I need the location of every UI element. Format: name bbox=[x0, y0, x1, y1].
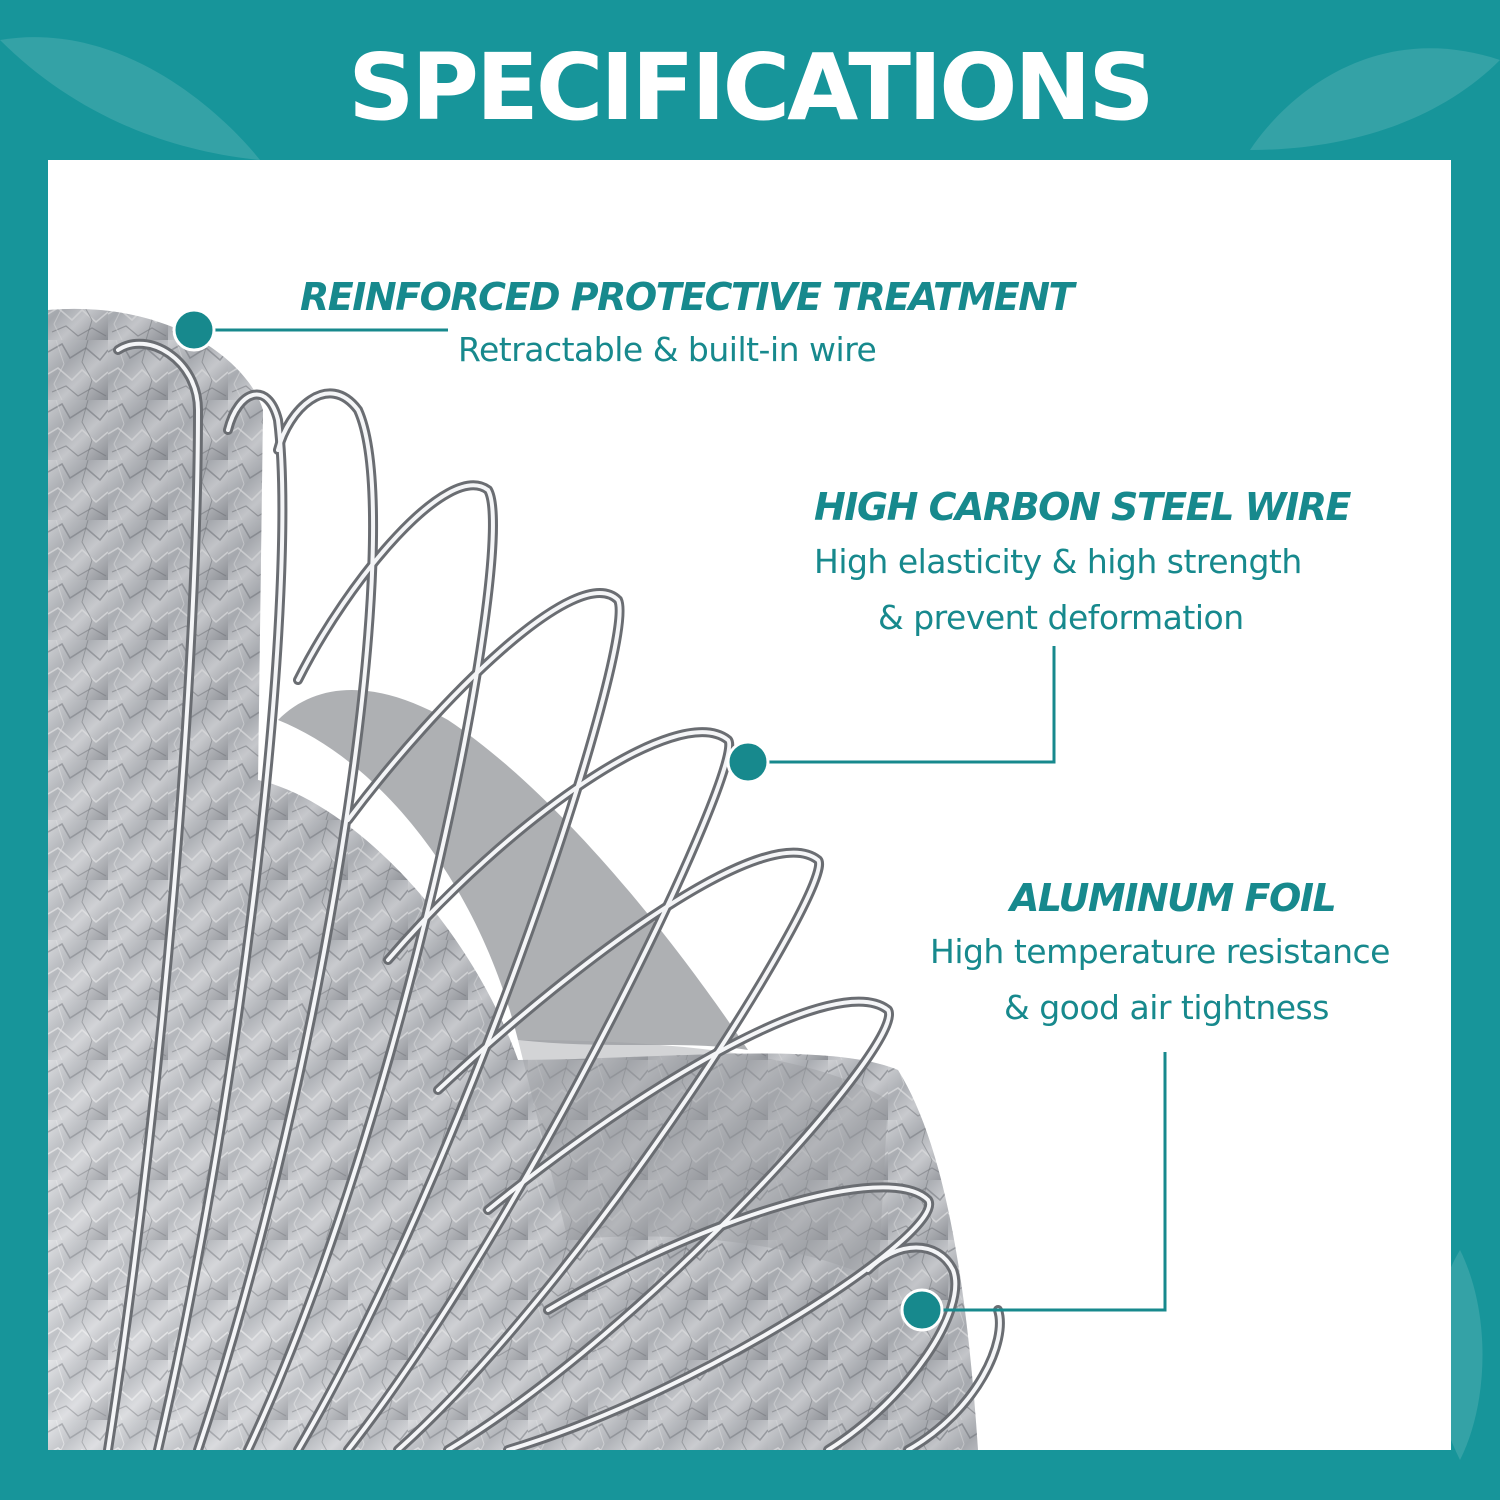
callout-title-aluminum-foil: ALUMINUM FOIL bbox=[1010, 876, 1337, 920]
callout-text-steel-wire-line2: & prevent deformation bbox=[878, 598, 1244, 637]
callout-text-aluminum-foil-line1: High temperature resistance bbox=[930, 932, 1390, 971]
product-panel: REINFORCED PROTECTIVE TREATMENT Retracta… bbox=[48, 160, 1451, 1450]
callout-title-steel-wire: HIGH CARBON STEEL WIRE bbox=[814, 485, 1351, 529]
flexible-duct-illustration bbox=[48, 308, 1005, 1450]
page-title: SPECIFICATIONS bbox=[348, 34, 1154, 141]
callout-text-aluminum-foil-line2: & good air tightness bbox=[1004, 988, 1329, 1027]
callout-text-reinforced: Retractable & built-in wire bbox=[458, 330, 877, 369]
callout-text-steel-wire-line1: High elasticity & high strength bbox=[814, 542, 1302, 581]
callout-title-reinforced: REINFORCED PROTECTIVE TREATMENT bbox=[300, 275, 1074, 319]
